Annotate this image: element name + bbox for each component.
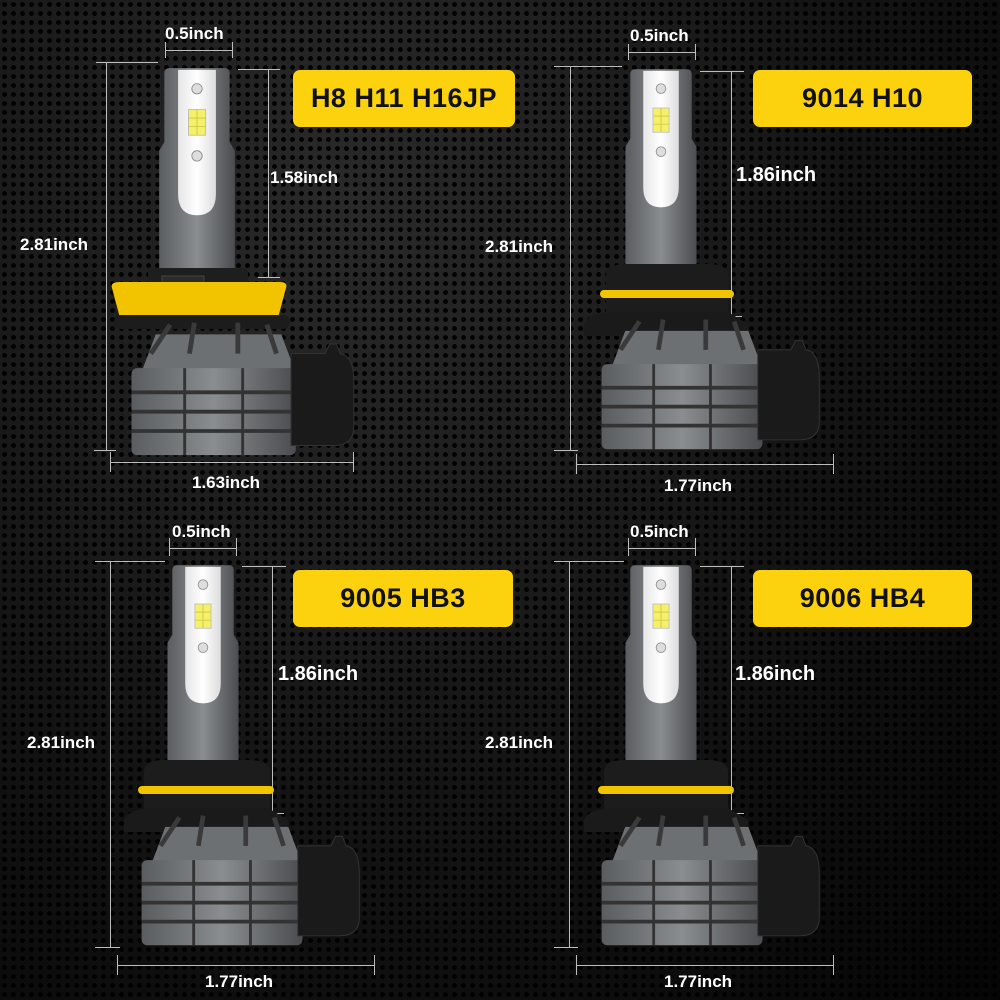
dim-line-base-width [117, 965, 375, 966]
dim-line-total-height [110, 561, 111, 947]
total-height-label: 2.81inch [485, 237, 554, 256]
dim-tick [353, 452, 354, 472]
upper-height-label: 1.58inch [270, 168, 339, 187]
bulb-type-badge: 9014 H10 [753, 70, 972, 127]
dim-line-top-width [169, 548, 237, 549]
dim-tick [554, 947, 578, 948]
top-width-label: 0.5inch [630, 522, 689, 541]
dim-line-total-height [106, 62, 107, 450]
dim-tick [628, 44, 629, 60]
bulb-type-badge: H8 H11 H16JP [293, 70, 515, 127]
dim-tick [95, 561, 165, 562]
dim-tick [96, 62, 158, 63]
dim-line-upper-height [731, 566, 732, 814]
dim-line-total-height [569, 561, 570, 947]
dim-tick [554, 561, 624, 562]
base-width-label: 1.77inch [664, 476, 733, 495]
upper-height-label: 1.86inch [278, 663, 359, 685]
base-width-label: 1.77inch [664, 972, 733, 991]
dim-line-base-width [576, 965, 834, 966]
upper-height-label: 1.86inch [735, 663, 816, 685]
dim-tick [94, 450, 116, 451]
dim-tick [554, 66, 622, 67]
total-height-label: 2.81inch [20, 235, 89, 254]
dim-line-top-width [628, 52, 696, 53]
dim-tick [165, 42, 166, 58]
dim-line-total-height [570, 66, 571, 450]
dim-tick [258, 277, 280, 278]
dim-tick [833, 454, 834, 474]
led-bulb-9014-icon [578, 64, 838, 454]
panel-h11: 0.5inch 2.81inch 1.58inch 1.63inch H8 H1… [0, 0, 515, 500]
led-bulb-h11-icon [100, 60, 360, 460]
dim-line-top-width [628, 548, 696, 549]
dim-tick [374, 955, 375, 975]
dim-tick [695, 44, 696, 60]
dim-tick [576, 955, 577, 975]
top-width-label: 0.5inch [165, 24, 224, 43]
dim-tick [95, 947, 120, 948]
dim-tick [554, 450, 578, 451]
dim-tick [169, 538, 170, 556]
base-width-label: 1.63inch [192, 473, 261, 492]
upper-height-label: 1.86inch [736, 164, 817, 186]
dim-tick [695, 538, 696, 556]
dim-line-upper-height [268, 69, 269, 277]
dim-tick [628, 538, 629, 556]
dim-line-base-width [576, 464, 834, 465]
panel-9014: 0.5inch 2.81inch 1.86inch 1.77inch 9014 … [485, 0, 1000, 500]
total-height-label: 2.81inch [485, 733, 554, 752]
dim-line-upper-height [272, 567, 273, 813]
dim-line-upper-height [731, 71, 732, 317]
dim-line-base-width [110, 462, 354, 463]
dim-line-top-width [165, 50, 233, 51]
dim-tick [110, 452, 111, 472]
dim-tick [833, 955, 834, 975]
total-height-label: 2.81inch [27, 733, 96, 752]
top-width-label: 0.5inch [172, 522, 231, 541]
dim-tick [238, 69, 280, 70]
dim-tick [700, 71, 744, 72]
dim-tick [242, 566, 286, 567]
dim-tick [700, 566, 744, 567]
dim-tick [236, 538, 237, 556]
panel-9006: 0.5inch 2.81inch 1.86inch 1.77inch 9006 … [485, 500, 1000, 1000]
dim-tick [576, 454, 577, 474]
led-bulb-9006-icon [578, 560, 838, 950]
bulb-type-badge: 9005 HB3 [293, 570, 513, 627]
panel-9005: 0.5inch 2.81inch 1.86inch 1.77inch 9005 … [0, 500, 513, 1000]
top-width-label: 0.5inch [630, 26, 689, 45]
dim-tick [232, 42, 233, 58]
base-width-label: 1.77inch [205, 972, 274, 991]
led-bulb-9005-icon [118, 560, 378, 950]
dim-tick [117, 955, 118, 975]
bulb-type-badge: 9006 HB4 [753, 570, 972, 627]
